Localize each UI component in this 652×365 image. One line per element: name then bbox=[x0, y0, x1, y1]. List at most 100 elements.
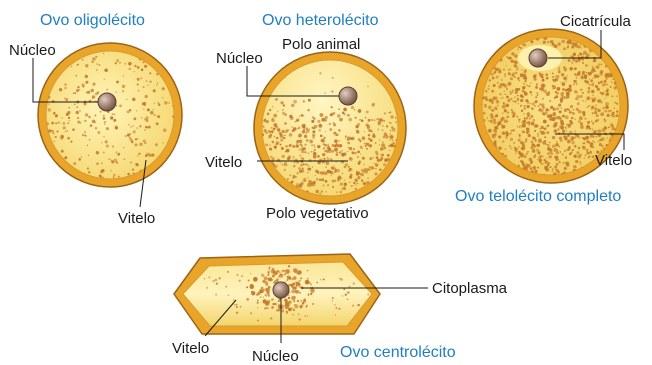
yolk-granule bbox=[353, 282, 355, 284]
yolk-granule bbox=[51, 122, 54, 125]
yolk-granule bbox=[505, 93, 507, 95]
yolk-granule bbox=[603, 83, 606, 86]
yolk-granule bbox=[592, 112, 594, 114]
yolk-granule bbox=[490, 113, 493, 116]
yolk-granule bbox=[383, 146, 386, 149]
yolk-granule bbox=[283, 137, 285, 139]
yolk-granule bbox=[267, 113, 270, 116]
yolk-granule bbox=[515, 72, 518, 75]
yolk-granule bbox=[580, 76, 583, 79]
yolk-granule bbox=[601, 137, 605, 141]
yolk-granule bbox=[358, 109, 362, 113]
yolk-granule bbox=[592, 122, 594, 124]
yolk-granule bbox=[567, 45, 569, 47]
yolk-granule bbox=[96, 163, 99, 166]
yolk-granule bbox=[500, 86, 502, 88]
yolk-granule bbox=[513, 142, 515, 144]
yolk-granule bbox=[363, 163, 365, 165]
yolk-granule bbox=[282, 155, 285, 158]
yolk-granule bbox=[312, 137, 314, 139]
yolk-granule bbox=[369, 166, 371, 168]
yolk-granule bbox=[349, 285, 351, 287]
yolk-granule bbox=[586, 72, 588, 74]
yolk-granule bbox=[490, 120, 493, 123]
yolk-granule bbox=[294, 162, 296, 164]
yolk-granule bbox=[530, 160, 533, 163]
yolk-granule bbox=[541, 126, 544, 129]
yolk-granule bbox=[387, 154, 390, 157]
yolk-granule bbox=[289, 277, 291, 279]
yolk-granule bbox=[349, 157, 353, 161]
yolk-granule bbox=[557, 116, 561, 120]
yolk-granule bbox=[359, 119, 361, 121]
yolk-granule bbox=[158, 104, 160, 106]
yolk-granule bbox=[291, 126, 293, 128]
yolk-granule bbox=[567, 124, 571, 128]
yolk-granule bbox=[505, 111, 506, 112]
yolk-granule bbox=[558, 68, 561, 71]
yolk-granule bbox=[347, 142, 350, 145]
yolk-granule bbox=[564, 150, 566, 152]
yolk-granule bbox=[103, 136, 104, 137]
yolk-granule bbox=[549, 100, 551, 102]
yolk-granule bbox=[297, 300, 299, 302]
yolk-granule bbox=[281, 309, 284, 312]
yolk-granule bbox=[286, 312, 288, 314]
yolk-granule bbox=[104, 79, 105, 80]
yolk-granule bbox=[274, 145, 277, 148]
yolk-granule bbox=[487, 88, 489, 90]
yolk-granule bbox=[506, 155, 508, 157]
yolk-granule bbox=[153, 89, 156, 92]
yolk-granule bbox=[320, 171, 322, 173]
yolk-granule bbox=[505, 104, 509, 108]
yolk-granule bbox=[57, 121, 59, 123]
yolk-granule bbox=[520, 160, 523, 163]
yolk-granule bbox=[265, 301, 270, 306]
yolk-granule bbox=[556, 163, 559, 166]
yolk-granule bbox=[497, 122, 501, 126]
yolk-granule bbox=[269, 267, 271, 269]
yolk-granule bbox=[492, 110, 494, 112]
yolk-granule bbox=[606, 83, 608, 85]
yolk-granule bbox=[607, 76, 609, 78]
yolk-granule bbox=[592, 68, 595, 71]
yolk-granule bbox=[284, 169, 286, 171]
yolk-granule bbox=[349, 168, 353, 172]
yolk-granule bbox=[344, 180, 346, 182]
yolk-granule bbox=[575, 130, 576, 131]
yolk-granule bbox=[293, 100, 297, 104]
yolk-granule bbox=[267, 278, 268, 279]
yolk-granule bbox=[563, 162, 564, 163]
yolk-granule bbox=[549, 142, 551, 144]
yolk-granule bbox=[276, 278, 279, 281]
yolk-granule bbox=[521, 69, 523, 71]
yolk-granule bbox=[319, 179, 322, 182]
yolk-granule bbox=[523, 113, 525, 115]
yolk-granule bbox=[55, 114, 58, 117]
yolk-granule bbox=[564, 109, 567, 112]
yolk-granule bbox=[313, 155, 317, 159]
yolk-granule bbox=[106, 145, 109, 148]
yolk-granule bbox=[301, 114, 304, 117]
yolk-granule bbox=[279, 132, 282, 135]
yolk-granule bbox=[137, 138, 138, 139]
yolk-granule bbox=[553, 108, 555, 110]
yolk-granule bbox=[332, 180, 335, 183]
yolk-granule bbox=[605, 97, 606, 98]
yolk-granule bbox=[67, 122, 69, 124]
yolk-granule bbox=[299, 116, 300, 117]
yolk-granule bbox=[552, 76, 554, 78]
yolk-granule bbox=[272, 106, 274, 108]
yolk-granule bbox=[489, 99, 492, 102]
yolk-granule bbox=[133, 117, 136, 120]
yolk-granule bbox=[284, 273, 286, 275]
yolk-granule bbox=[338, 108, 340, 110]
yolk-granule bbox=[547, 131, 550, 134]
yolk-granule bbox=[535, 146, 536, 147]
yolk-granule bbox=[569, 89, 572, 92]
yolk-granule bbox=[373, 168, 374, 169]
yolk-granule bbox=[565, 156, 566, 157]
yolk-granule bbox=[327, 158, 330, 161]
yolk-granule bbox=[312, 303, 314, 305]
yolk-granule bbox=[288, 155, 292, 159]
